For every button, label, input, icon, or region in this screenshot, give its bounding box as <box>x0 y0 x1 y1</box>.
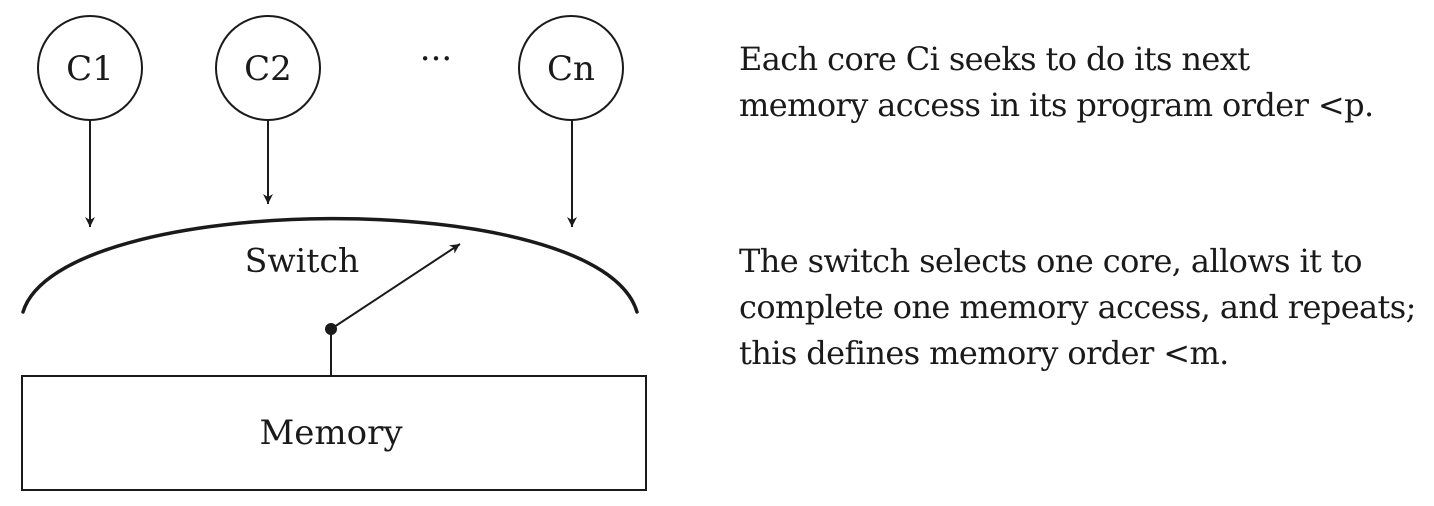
switch-arc <box>21 216 639 314</box>
switch-caption: The switch selects one core, allows it t… <box>739 238 1416 376</box>
switch-pivot <box>325 323 337 335</box>
sequential-consistency-diagram: C1 C2 ··· Cn Switch Memory <box>21 15 647 491</box>
core-cn: Cn <box>518 15 624 121</box>
switch-lever-arrow <box>330 243 461 330</box>
core-c1: C1 <box>37 15 143 121</box>
switch-caption-line-3: this defines memory order <m. <box>739 334 1229 372</box>
switch-label: Switch <box>245 241 359 280</box>
switch-caption-line-1: The switch selects one core, allows it t… <box>739 242 1363 280</box>
memory-box <box>21 375 647 491</box>
core-caption-line-2: memory access in its program order <p. <box>739 86 1374 124</box>
switch-caption-line-2: complete one memory access, and repeats; <box>739 288 1416 326</box>
cores-ellipsis: ··· <box>420 39 452 79</box>
core-c1-label: C1 <box>66 49 114 89</box>
core-cn-label: Cn <box>547 49 595 89</box>
core-c2-label: C2 <box>244 49 292 89</box>
memory-label: Memory <box>259 413 403 453</box>
core-c2: C2 <box>215 15 321 121</box>
core-caption-line-1: Each core Ci seeks to do its next <box>739 40 1250 78</box>
core-caption: Each core Ci seeks to do its next memory… <box>739 36 1374 128</box>
